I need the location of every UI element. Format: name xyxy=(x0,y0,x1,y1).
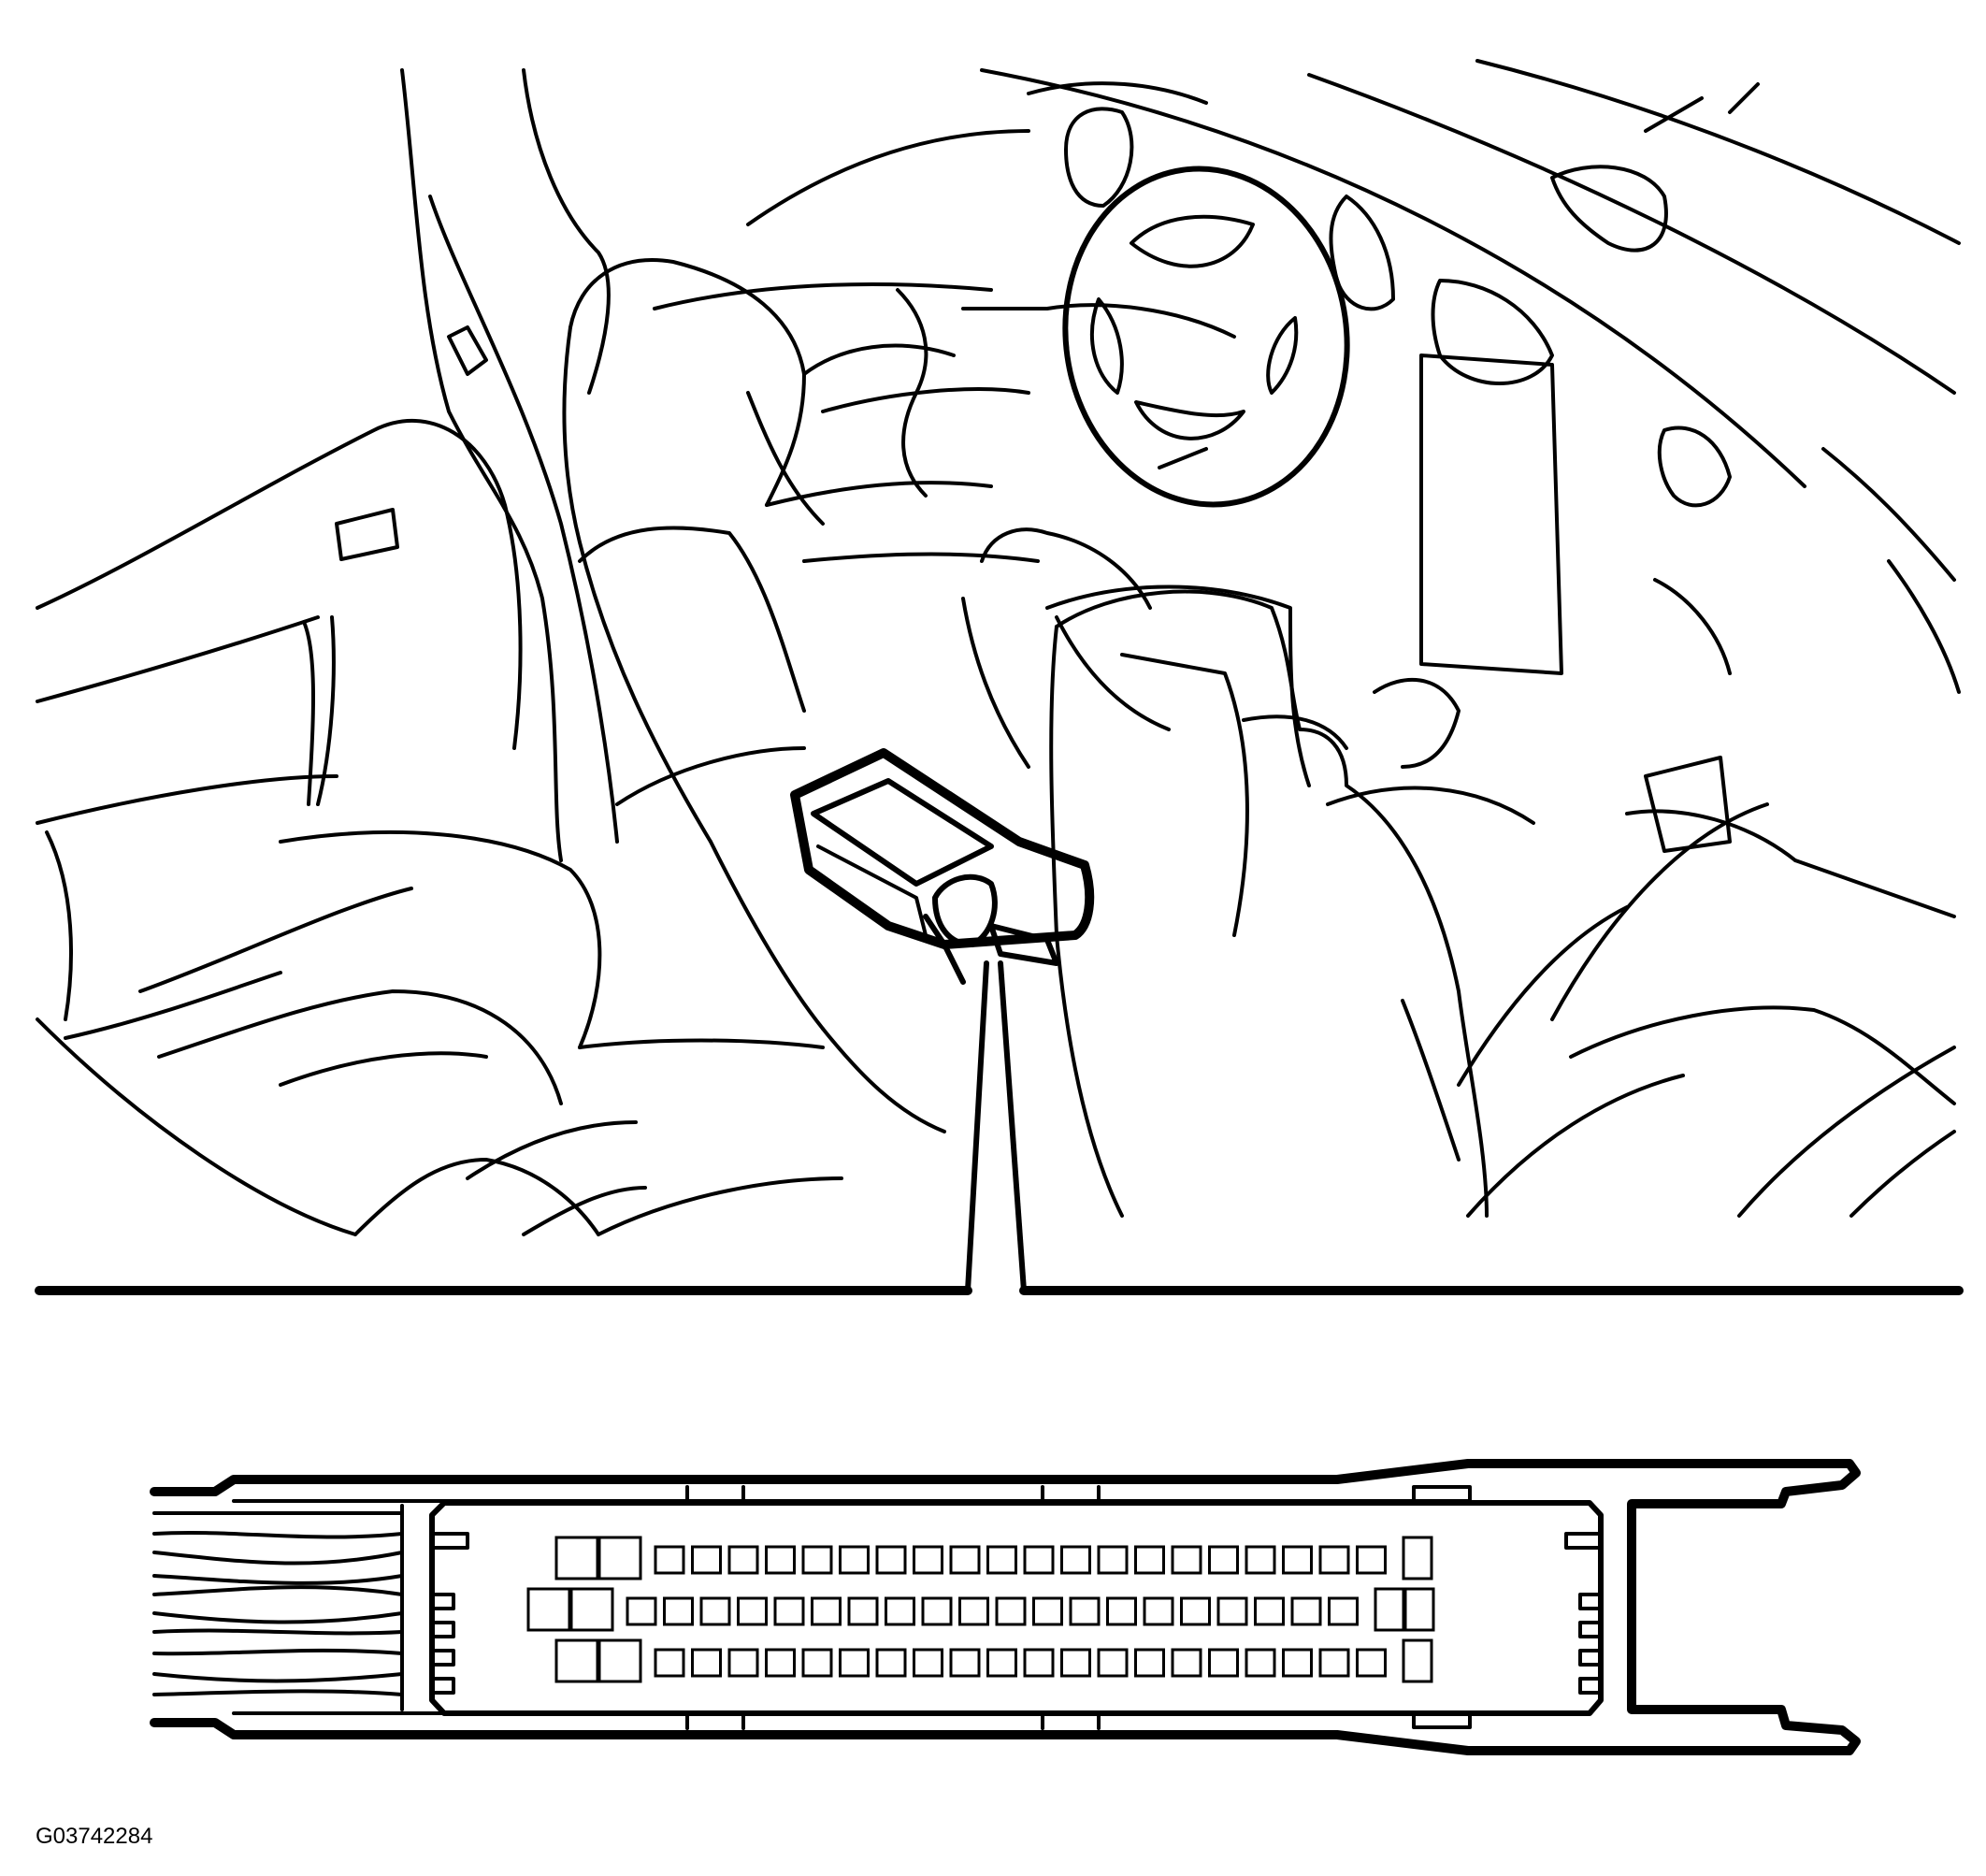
pin-cavity-small xyxy=(1356,1648,1387,1678)
pin-cavity-small xyxy=(654,1648,685,1678)
pin-cavity-small xyxy=(986,1545,1017,1575)
callout-leader xyxy=(965,960,1027,1293)
pin-cavity-small xyxy=(727,1648,759,1678)
pin-cavity-small xyxy=(949,1648,981,1678)
pin-cavity-small xyxy=(1254,1596,1285,1626)
connector-face-view xyxy=(150,1459,1861,1755)
pin-cavity-small xyxy=(1106,1596,1137,1626)
pin-cavity-small xyxy=(913,1545,943,1575)
pin-cavity-small xyxy=(801,1648,833,1678)
pin-cavity-small xyxy=(1318,1545,1350,1575)
pin-cavity-small xyxy=(1134,1545,1165,1575)
pin-cavity-small xyxy=(1318,1648,1350,1678)
pin-cavity-small xyxy=(958,1596,989,1626)
pin-cavity-small xyxy=(921,1596,953,1626)
pin-cavity-large xyxy=(1402,1536,1433,1580)
pin-cavity-small xyxy=(1060,1545,1091,1575)
pin-cavity-small xyxy=(1097,1648,1129,1678)
pin-cavity-large xyxy=(569,1587,614,1632)
pin-cavity-small xyxy=(1282,1545,1313,1575)
pin-cavity-small xyxy=(1171,1545,1202,1575)
pin-cavity-large xyxy=(554,1638,599,1683)
pin-cavity-small xyxy=(1290,1596,1322,1626)
wire-bundle xyxy=(152,1504,404,1711)
pin-cavity-small xyxy=(949,1545,981,1575)
pin-cavity-small xyxy=(839,1648,870,1678)
pin-cavity-small xyxy=(1208,1545,1239,1575)
pin-cavity-small xyxy=(1180,1596,1211,1626)
pin-cavity-small xyxy=(875,1648,907,1678)
pin-cavity-large xyxy=(1403,1587,1435,1632)
pin-cavity-small xyxy=(995,1596,1027,1626)
pin-cavity-small xyxy=(875,1545,907,1575)
pin-cavity-small xyxy=(1023,1545,1055,1575)
pin-cavity-small xyxy=(626,1596,657,1626)
pin-cavity-small xyxy=(1171,1648,1202,1678)
pin-cavity-small xyxy=(773,1596,805,1626)
pin-cavity-small xyxy=(1356,1545,1387,1575)
pin-cavity-large xyxy=(1402,1638,1433,1683)
pin-cavity-small xyxy=(691,1545,722,1575)
vehicle-interior-illustration xyxy=(36,59,1961,1236)
pin-cavity-large xyxy=(1374,1587,1405,1632)
pin-cavity-small xyxy=(1328,1596,1359,1626)
pin-cavity-small xyxy=(727,1545,759,1575)
pin-cavity-small xyxy=(839,1545,870,1575)
pin-cavity-small xyxy=(691,1648,722,1678)
pin-cavity-small xyxy=(737,1596,768,1626)
pin-cavity-small xyxy=(1143,1596,1174,1626)
pin-cavity-small xyxy=(801,1545,833,1575)
pin-cavity-large xyxy=(526,1587,571,1632)
pin-cavity-small xyxy=(1069,1596,1101,1626)
pin-cavity-small xyxy=(765,1648,796,1678)
pin-cavity-small xyxy=(811,1596,842,1626)
pin-cavity-small xyxy=(765,1545,796,1575)
pin-cavity-small xyxy=(1245,1545,1276,1575)
pin-cavity-large xyxy=(597,1536,642,1580)
pin-cavity-small xyxy=(1245,1648,1276,1678)
pin-cavity-small xyxy=(1023,1648,1055,1678)
pin-cavity-small xyxy=(654,1545,685,1575)
pin-cavity-small xyxy=(663,1596,694,1626)
pin-cavity-small xyxy=(1134,1648,1165,1678)
pin-cavity-small xyxy=(847,1596,879,1626)
pin-cavity-large xyxy=(597,1638,642,1683)
pin-cavity-small xyxy=(1032,1596,1063,1626)
pin-cavity-small xyxy=(1216,1596,1248,1626)
pin-cavity-small xyxy=(1208,1648,1239,1678)
pin-cavity-small xyxy=(1282,1648,1313,1678)
pin-cavity-small xyxy=(1060,1648,1091,1678)
figure-id-label: G03742284 xyxy=(36,1824,153,1849)
pin-cavity-small xyxy=(885,1596,915,1626)
pin-cavity-large xyxy=(554,1536,599,1580)
pin-cavity-small xyxy=(986,1648,1017,1678)
pin-cavity-small xyxy=(1097,1545,1129,1575)
pin-cavity-small xyxy=(699,1596,731,1626)
pin-cavity-small xyxy=(913,1648,943,1678)
pin-cavity-grid xyxy=(526,1536,1435,1683)
